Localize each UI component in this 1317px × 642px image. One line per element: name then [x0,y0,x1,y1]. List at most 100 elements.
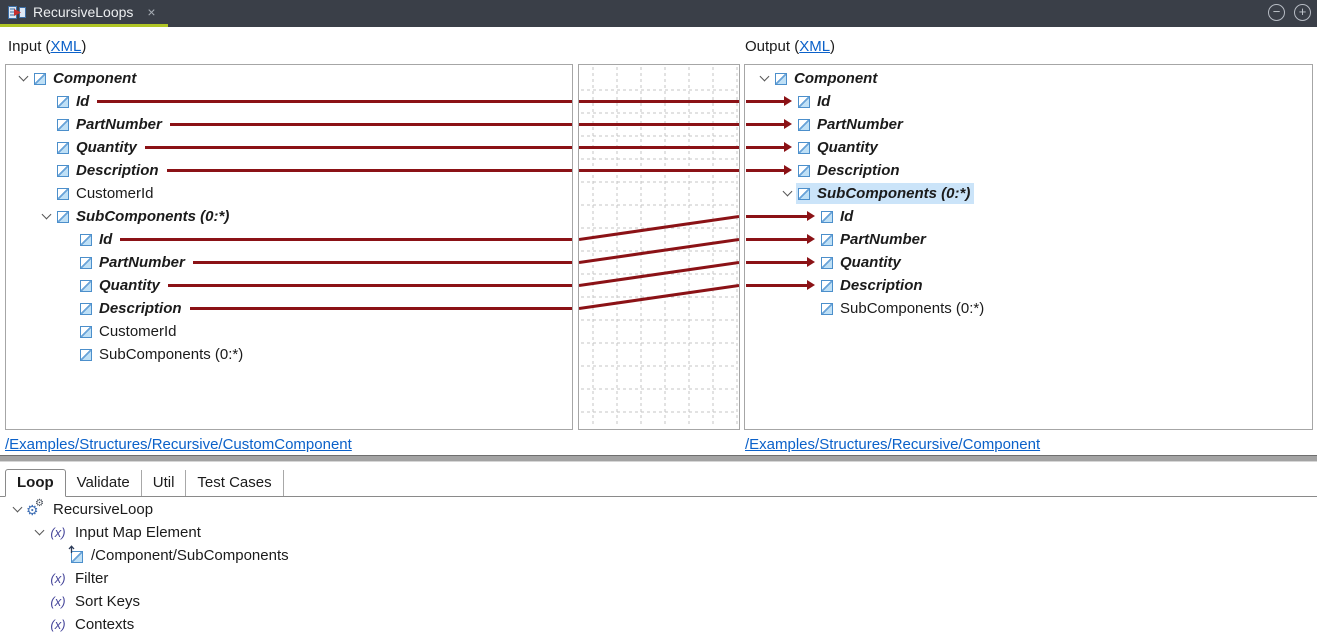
loop-tree-item-label[interactable]: Input Map Element [75,524,201,541]
input-xml-link[interactable]: XML [50,38,82,55]
output-schema-path-link[interactable]: /Examples/Structures/Recursive/Component [745,436,1041,453]
mapping-connector-line [192,261,572,264]
tree-item-label[interactable]: Id [817,93,831,110]
tree-item-label[interactable]: Quantity [840,254,901,271]
xml-element-icon [798,164,810,177]
tree-item-component[interactable]: Component [6,67,572,90]
loop-tree-item-label[interactable]: RecursiveLoop [53,501,154,518]
zoom-in-button[interactable]: + [1294,4,1311,21]
mapping-canvas[interactable] [578,64,740,430]
tree-item-label[interactable]: PartNumber [817,116,903,133]
expand-chevron-icon[interactable] [778,182,796,205]
tree-item-description[interactable]: Description [6,159,572,182]
tree-item-label[interactable]: Description [840,277,923,294]
tab-validate[interactable]: Validate [66,470,142,496]
tab-test-cases[interactable]: Test Cases [186,470,284,496]
tree-item-customerid[interactable]: CustomerId [6,182,572,205]
loop-tree-item-filter[interactable]: (x)Filter [0,567,1317,590]
loop-tree-item-recursiveloop[interactable]: ⚙⚙RecursiveLoop [0,498,1317,521]
tree-item-quantity[interactable]: Quantity [6,274,572,297]
tree-item-label[interactable]: PartNumber [99,254,185,271]
tree-item-description[interactable]: Description [745,274,1312,297]
xml-element-icon [821,256,833,269]
tree-item-component[interactable]: Component [745,67,1312,90]
tree-item-label[interactable]: Id [76,93,90,110]
tree-item-label[interactable]: Id [99,231,113,248]
zoom-out-button[interactable]: − [1268,4,1285,21]
tree-item-label[interactable]: SubComponents (0:*) [99,346,244,363]
tree-item-quantity[interactable]: Quantity [745,251,1312,274]
loop-tree-item-label[interactable]: Contexts [75,616,135,633]
expand-chevron-icon[interactable] [14,67,32,90]
mapping-arrowhead-icon [784,119,792,129]
tree-item-label[interactable]: PartNumber [840,231,926,248]
chevron-down-icon [12,502,22,513]
element-reference-icon [68,544,84,563]
expand-chevron-icon[interactable] [755,67,773,90]
loop-tree-item-component-subcomponents[interactable]: /Component/SubComponents [0,544,1317,567]
horizontal-splitter[interactable] [0,455,1317,462]
chevron-spacer [37,113,55,136]
tree-item-label[interactable]: CustomerId [99,323,177,340]
tree-item-description[interactable]: Description [745,159,1312,182]
tab-util[interactable]: Util [142,470,187,496]
tab-close-icon[interactable]: × [147,4,156,20]
tree-item-customerid[interactable]: CustomerId [6,320,572,343]
xml-element-icon [80,256,92,269]
tree-item-partnumber[interactable]: PartNumber [6,113,572,136]
tree-item-label[interactable]: Quantity [99,277,160,294]
tree-item-partnumber[interactable]: PartNumber [6,251,572,274]
loop-tree-item-input-map-element[interactable]: (x)Input Map Element [0,521,1317,544]
input-schema-path-link[interactable]: /Examples/Structures/Recursive/CustomCom… [5,436,352,453]
chevron-down-icon [18,71,28,82]
mapping-connection[interactable] [579,261,739,287]
expand-chevron-icon[interactable] [30,521,48,544]
mapping-file-icon [8,5,26,19]
tree-item-id[interactable]: Id [745,205,1312,228]
document-tab-recursiveloops[interactable]: RecursiveLoops × [0,0,156,24]
input-schema-path-row: /Examples/Structures/Recursive/CustomCom… [5,436,352,453]
loop-tree-item-label[interactable]: Filter [75,570,109,587]
tree-item-quantity[interactable]: Quantity [6,136,572,159]
document-tab-title: RecursiveLoops [33,4,134,20]
tree-item-label[interactable]: SubComponents (0:*) [817,185,971,202]
tree-item-label[interactable]: Quantity [76,139,137,156]
gear-icon: ⚙ [35,497,44,509]
tree-item-id[interactable]: Id [6,228,572,251]
mapping-connection[interactable] [579,238,739,264]
loop-tree-item-label[interactable]: /Component/SubComponents [91,547,289,564]
tree-item-id[interactable]: Id [745,90,1312,113]
tree-item-id[interactable]: Id [6,90,572,113]
tree-item-partnumber[interactable]: PartNumber [745,113,1312,136]
tree-item-subcomponents-0[interactable]: SubComponents (0:*) [745,297,1312,320]
tree-item-label[interactable]: Description [817,162,900,179]
tree-item-subcomponents-0[interactable]: SubComponents (0:*) [6,205,572,228]
tab-loop[interactable]: Loop [5,469,66,497]
tree-item-label[interactable]: SubComponents (0:*) [76,208,230,225]
mapping-connection[interactable] [579,215,739,241]
input-label-suffix: ) [81,38,87,55]
tree-item-label[interactable]: CustomerId [76,185,154,202]
tree-item-label[interactable]: Component [794,70,878,87]
tree-item-quantity[interactable]: Quantity [745,136,1312,159]
expand-chevron-icon[interactable] [37,205,55,228]
tree-item-label[interactable]: Description [76,162,159,179]
tree-item-label[interactable]: SubComponents (0:*) [840,300,985,317]
tree-item-label[interactable]: Component [53,70,137,87]
tree-item-label[interactable]: PartNumber [76,116,162,133]
mapping-connection[interactable] [579,284,739,310]
loop-tree-item-contexts[interactable]: (x)Contexts [0,613,1317,636]
tree-item-subcomponents-0[interactable]: SubComponents (0:*) [6,343,572,366]
tree-item-description[interactable]: Description [6,297,572,320]
tree-item-subcomponents-0[interactable]: SubComponents (0:*) [745,182,1312,205]
chevron-spacer [60,251,78,274]
tree-item-label[interactable]: Quantity [817,139,878,156]
tree-item-label[interactable]: Description [99,300,182,317]
output-xml-link[interactable]: XML [799,38,831,55]
loop-tree-item-sort-keys[interactable]: (x)Sort Keys [0,590,1317,613]
tree-item-label[interactable]: Id [840,208,854,225]
tree-item-partnumber[interactable]: PartNumber [745,228,1312,251]
loop-tree-item-label[interactable]: Sort Keys [75,593,141,610]
expand-chevron-icon[interactable] [8,498,26,521]
